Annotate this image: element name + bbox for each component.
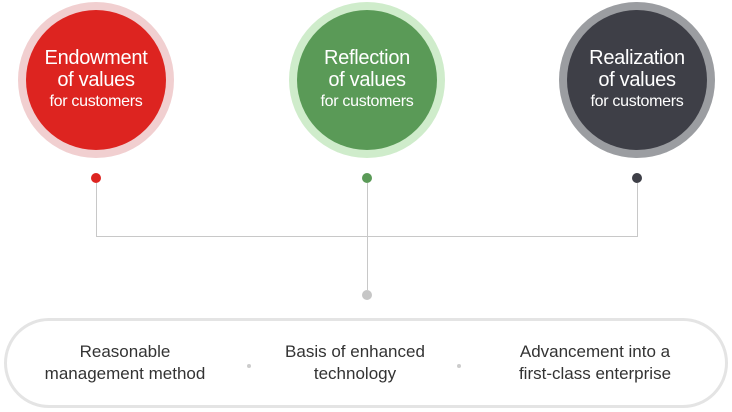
realization-circle-inner: Realization of values for customers — [567, 10, 707, 150]
separator-dot — [247, 364, 251, 368]
foundation-item-label: first-class enterprise — [518, 364, 672, 383]
foundation-item-label: technology — [313, 364, 397, 383]
reflection-title: Reflection — [324, 47, 410, 69]
reflection-circle-inner: Reflection of values for customers — [297, 10, 437, 150]
realization-dot — [632, 173, 642, 183]
separator-dot — [457, 364, 461, 368]
endowment-dot — [91, 173, 101, 183]
endowment-subtitle: of values — [57, 69, 135, 91]
endowment-circle-inner: Endowment of values for customers — [26, 10, 166, 150]
realization-subtitle: of values — [598, 69, 676, 91]
connector-line-horizontal — [96, 236, 638, 237]
connector-line-right — [637, 183, 638, 236]
endowment-circle: Endowment of values for customers — [18, 2, 174, 158]
reflection-subtitle: of values — [328, 69, 406, 91]
foundation-item-management: Reasonable management method — [15, 341, 235, 385]
reflection-circle: Reflection of values for customers — [289, 2, 445, 158]
junction-dot — [362, 290, 372, 300]
foundation-item-technology: Basis of enhanced technology — [245, 341, 465, 385]
realization-caption: for customers — [590, 93, 684, 110]
reflection-caption: for customers — [320, 93, 414, 110]
realization-title: Realization — [589, 47, 685, 69]
foundation-item-label: management method — [44, 364, 206, 383]
connector-line-left — [96, 183, 97, 236]
endowment-caption: for customers — [49, 93, 143, 110]
endowment-title: Endowment — [44, 47, 148, 69]
foundation-item-label: Advancement into a — [519, 342, 671, 361]
foundation-item-label: Reasonable — [79, 342, 171, 361]
realization-circle: Realization of values for customers — [559, 2, 715, 158]
foundation-item-label: Basis of enhanced — [285, 342, 425, 361]
foundation-item-enterprise: Advancement into a first-class enterpris… — [485, 341, 705, 385]
foundation-pill — [4, 318, 728, 408]
reflection-dot — [362, 173, 372, 183]
